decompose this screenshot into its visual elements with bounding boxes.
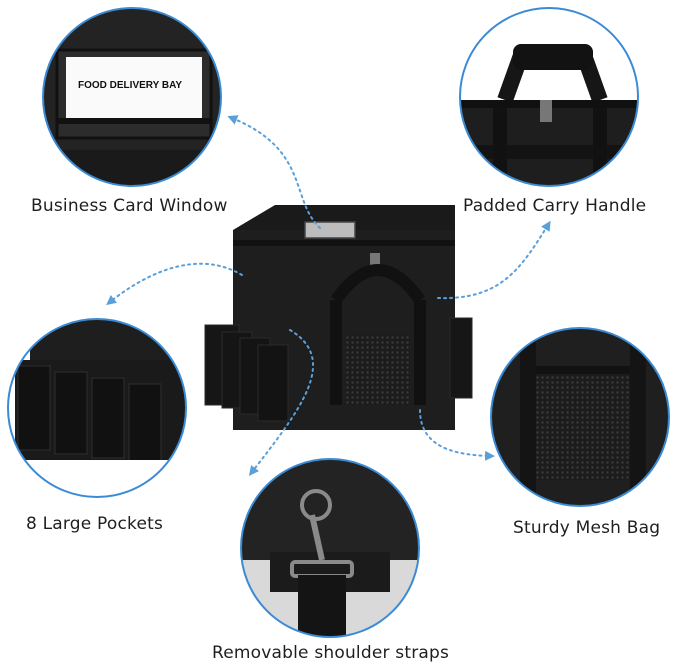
arrow-to-shoulder-straps <box>248 329 315 476</box>
carry-handle-closeup <box>459 7 639 187</box>
caption-shoulder-straps: Removable shoulder straps <box>212 643 450 663</box>
connector-arrows <box>106 115 551 476</box>
mesh-bag-closeup <box>490 327 670 507</box>
caption-carry-handle: Padded Carry Handle <box>463 196 647 216</box>
caption-card-window: Business Card Window <box>31 196 228 216</box>
arrow-to-mesh-bag <box>419 409 495 461</box>
arrow-to-pockets <box>106 262 243 306</box>
delivery-bag-main <box>204 205 473 430</box>
caption-pockets: 8 Large Pockets <box>26 514 164 534</box>
caption-mesh-bag: Sturdy Mesh Bag <box>513 518 661 538</box>
card-window-closeup <box>42 7 222 187</box>
pockets-closeup <box>7 318 187 498</box>
card-window-text: FOOD DELIVERY BAY <box>78 80 183 91</box>
arrow-to-carry-handle <box>437 220 551 300</box>
shoulder-strap-closeup <box>240 458 420 638</box>
arrow-to-card-window <box>227 115 321 229</box>
